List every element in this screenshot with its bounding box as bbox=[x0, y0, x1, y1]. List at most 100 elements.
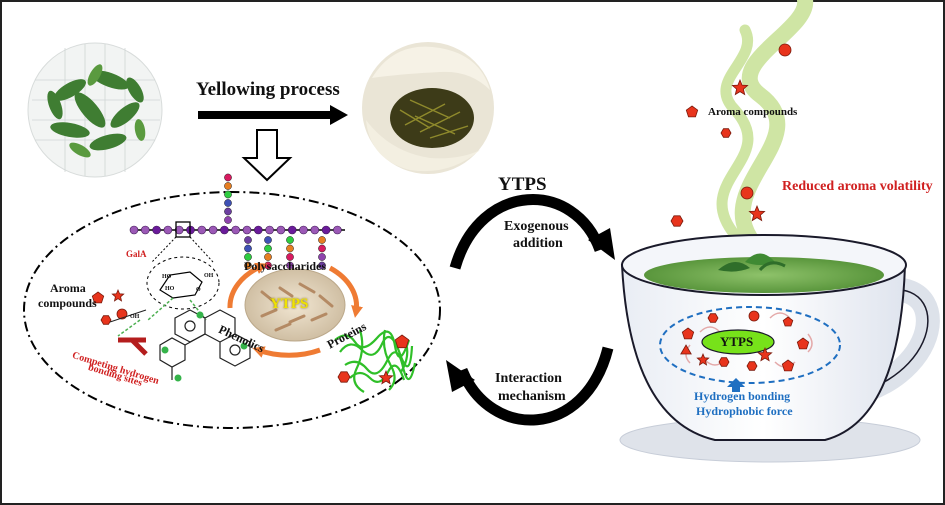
ellipse-aroma-markers bbox=[91, 288, 410, 385]
yellowing-arrowhead bbox=[330, 105, 348, 125]
mechanism-label: mechanism bbox=[498, 389, 566, 404]
addition-label: addition bbox=[513, 236, 563, 251]
ytps-exchange-label: YTPS bbox=[498, 174, 547, 195]
cup-ytps-capsule bbox=[701, 329, 775, 355]
aroma-compounds-label-left-1: Aroma bbox=[50, 281, 86, 295]
chain-bead bbox=[129, 225, 139, 235]
pentagon-icon bbox=[685, 105, 699, 118]
exogenous-label: Exogenous bbox=[504, 219, 569, 234]
chain-bead bbox=[141, 225, 150, 235]
hexagon-icon bbox=[670, 215, 684, 227]
hydrogen-bonding-label: Hydrogen bonding bbox=[694, 389, 791, 403]
pentagon-icon bbox=[781, 359, 795, 372]
oh-label-1: HO bbox=[162, 274, 172, 280]
polysaccharide-chain bbox=[129, 173, 345, 270]
aroma-compounds-label-left-2: compounds bbox=[38, 296, 97, 310]
cup-aroma-markers bbox=[670, 43, 810, 372]
hydroxyl-atoms bbox=[161, 311, 248, 382]
protein-structure bbox=[334, 329, 417, 393]
interaction-arrow bbox=[456, 346, 614, 426]
chain-bead bbox=[163, 225, 173, 235]
branch-bead bbox=[264, 244, 272, 253]
ytps-center-label: YTPS bbox=[270, 296, 309, 312]
chain-bead bbox=[220, 225, 229, 235]
hydrophobic-force-label: Hydrophobic force bbox=[696, 404, 793, 418]
chain-bead bbox=[208, 225, 218, 235]
star-icon bbox=[757, 346, 773, 362]
star-icon bbox=[731, 78, 749, 96]
ytps-bowl bbox=[244, 268, 346, 342]
chain-bead bbox=[310, 225, 320, 235]
oh-label-2: OH bbox=[204, 273, 214, 279]
interaction-label: Interaction bbox=[495, 371, 562, 386]
chain-bead bbox=[299, 225, 308, 235]
branch-bead bbox=[264, 236, 272, 244]
chain-bead bbox=[276, 225, 286, 235]
branch-bead bbox=[264, 253, 272, 261]
circle-icon bbox=[748, 310, 760, 322]
competing-blocker bbox=[109, 309, 148, 356]
star-icon bbox=[748, 204, 766, 222]
oh-label-4: O bbox=[196, 287, 201, 293]
mechanism-ellipse bbox=[23, 191, 441, 429]
interaction-arrowhead bbox=[446, 360, 475, 392]
chain-bead bbox=[321, 225, 331, 235]
polysaccharides-label: Polysaccharides bbox=[244, 259, 326, 273]
branch-bead bbox=[224, 190, 232, 199]
branch-bead bbox=[318, 244, 326, 253]
branch-bead bbox=[286, 244, 294, 253]
hexagon-icon bbox=[746, 361, 758, 371]
hollow-down-arrow bbox=[241, 129, 293, 182]
branch-bead bbox=[224, 199, 232, 207]
reduced-volatility-label: Reduced aroma volatility bbox=[782, 179, 933, 194]
branch-bead bbox=[224, 182, 232, 190]
branch-bead bbox=[224, 207, 232, 216]
branch-bead bbox=[224, 173, 232, 182]
exogenous-arrow bbox=[449, 194, 606, 270]
chain-bead bbox=[265, 225, 274, 235]
branch-bead bbox=[318, 253, 326, 261]
cycle-arrows bbox=[227, 262, 363, 358]
branch-bead bbox=[318, 261, 326, 270]
circle-icon bbox=[740, 186, 754, 200]
chain-bead bbox=[231, 225, 240, 235]
chain-bead bbox=[197, 225, 207, 235]
yellowed-tea-photo bbox=[362, 42, 494, 174]
fresh-leaves-photo bbox=[27, 42, 163, 178]
branch-bead bbox=[244, 253, 252, 261]
phenolic-structure bbox=[159, 309, 251, 380]
cup-aroma-label: Aroma compounds bbox=[708, 106, 798, 118]
cup-ytps-label: YTPS bbox=[720, 334, 754, 349]
hexagon-icon bbox=[100, 315, 112, 325]
oh-label-5: OH bbox=[130, 314, 140, 320]
branch-bead bbox=[318, 236, 326, 244]
hexagon-icon bbox=[718, 357, 730, 367]
hexagon-icon bbox=[707, 313, 719, 323]
star-icon bbox=[696, 352, 710, 366]
pentagon-icon bbox=[796, 337, 810, 350]
exogenous-arrowhead bbox=[588, 228, 615, 260]
branch-bead bbox=[244, 244, 252, 253]
oh-label-3: HO bbox=[165, 286, 175, 292]
yellowing-process-label: Yellowing process bbox=[196, 79, 340, 100]
pentagon-icon bbox=[91, 291, 105, 304]
steam bbox=[716, 0, 814, 258]
branch-bead bbox=[224, 216, 232, 224]
chain-bead bbox=[174, 225, 184, 235]
blue-up-arrow bbox=[727, 378, 745, 392]
chain-bead bbox=[333, 225, 342, 235]
chain-bead bbox=[253, 225, 263, 235]
branch-bead bbox=[244, 261, 252, 270]
chain-bead bbox=[242, 225, 252, 235]
circle-icon bbox=[778, 43, 792, 57]
circle-icon bbox=[116, 308, 128, 320]
hexagon-icon bbox=[720, 128, 732, 138]
branch-bead bbox=[244, 236, 252, 244]
chain-bead bbox=[152, 225, 161, 235]
chain-bead bbox=[287, 225, 297, 235]
tea-cup bbox=[619, 234, 940, 463]
gala-ring-structure bbox=[146, 256, 220, 321]
